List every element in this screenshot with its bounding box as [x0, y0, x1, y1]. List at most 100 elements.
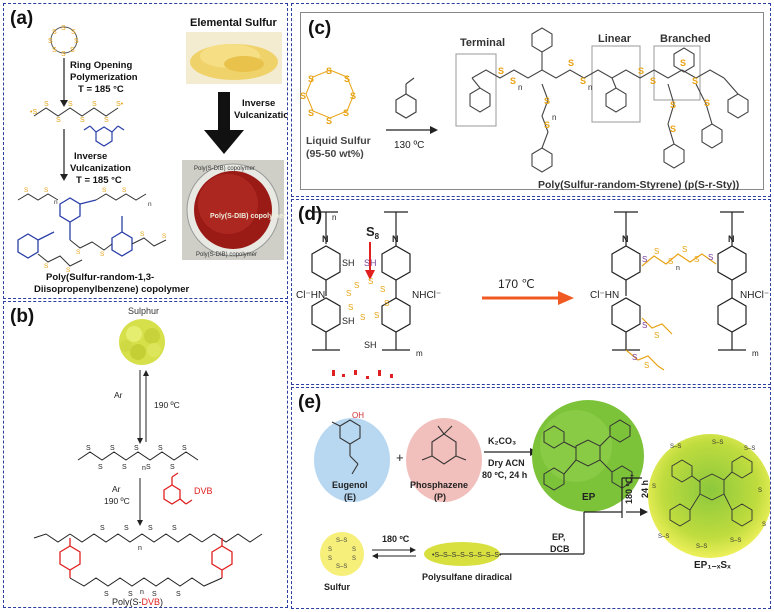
temp2-text: T = 185 °C — [76, 175, 122, 186]
poly-s-dib-dish-photo: Poly(S-DIB) copolymer Poly(S-DIB) copoly… — [182, 160, 286, 260]
n-b-2: n — [138, 545, 142, 552]
ep1-x-sx-molecule — [669, 455, 753, 527]
svg-text:S: S — [638, 66, 644, 76]
svg-text:S: S — [704, 98, 710, 108]
svg-text:S: S — [652, 484, 656, 490]
phosphazene-abbr: (P) — [434, 492, 446, 502]
chain-n-1: n — [54, 199, 58, 206]
svg-text:S: S — [80, 117, 85, 124]
eugenol-oh: OH — [352, 411, 364, 420]
ep1-x-sx-sphere — [648, 434, 770, 558]
svg-text:S–S: S–S — [696, 544, 707, 550]
linear-box — [591, 45, 641, 123]
svg-text:S: S — [544, 96, 550, 106]
diradical-label: Polysulfane diradical — [422, 572, 512, 582]
rop-text: Ring Opening — [70, 60, 132, 71]
panel-c-inner-frame — [300, 12, 764, 190]
svg-text:S: S — [124, 525, 129, 532]
svg-text:S: S — [344, 74, 350, 84]
ep-reagent-ep: EP, — [552, 532, 565, 542]
m-d-2: m — [752, 349, 759, 358]
svg-text:S: S — [300, 91, 306, 101]
svg-text:S: S — [158, 445, 163, 452]
svg-text:•S: •S — [30, 109, 37, 116]
sulfur-label: Sulfur — [324, 582, 350, 592]
svg-text:S: S — [348, 303, 353, 312]
vulc2-text: Vulcanization — [234, 110, 288, 121]
svg-text:S: S — [56, 117, 61, 124]
svg-text:S: S — [328, 556, 332, 562]
svg-text:S: S — [86, 445, 91, 452]
cl-right-2: NHCl⁻ — [740, 290, 769, 301]
cl-right-1: NHCl⁻ — [412, 290, 441, 301]
svg-text:S: S — [354, 281, 359, 290]
svg-text:S: S — [352, 547, 356, 553]
svg-text:S: S — [102, 187, 107, 194]
sh-1: SH — [342, 258, 355, 268]
reagent-temp: 80 ºC, 24 h — [482, 470, 527, 480]
linear-label: Linear — [598, 33, 632, 45]
panel-a-label: (a) — [10, 8, 34, 29]
svg-text:S: S — [100, 251, 105, 258]
s8-symbol: S — [366, 224, 375, 239]
svg-text:S: S — [708, 253, 713, 262]
svg-text:S–S: S–S — [336, 564, 347, 570]
sulfur-bubble — [320, 532, 364, 576]
s8-subscript: 8 — [375, 232, 380, 241]
ar1-text: Ar — [114, 390, 123, 400]
diradical-bubble — [424, 542, 500, 566]
product-prefix: Poly(S- — [112, 597, 142, 607]
svg-text:S: S — [104, 591, 109, 598]
sulphur-crown-molecule — [119, 319, 165, 365]
temp-130: 130 ºC — [394, 140, 424, 151]
svg-text:S: S — [632, 353, 637, 362]
panel-d: (d) N N n Cl⁻HN NHCl⁻ SH SH SH SH m — [291, 199, 771, 385]
svg-text:N: N — [622, 234, 629, 244]
svg-text:S: S — [182, 445, 187, 452]
red-radicals — [332, 370, 393, 379]
dvb-molecule — [163, 472, 193, 505]
chain-n-2: n — [148, 201, 152, 208]
diradical-chain: •S–S–S–S–S–S–S–S• — [432, 552, 502, 559]
terminal-label: Terminal — [460, 37, 505, 49]
sh-4: SH — [364, 340, 377, 350]
svg-text:S: S — [128, 591, 133, 598]
branched-label: Branched — [660, 33, 711, 45]
dib-molecule — [83, 125, 125, 147]
svg-text:N: N — [392, 234, 399, 244]
svg-text:S: S — [654, 247, 659, 256]
svg-text:S: S — [140, 231, 145, 238]
svg-text:S: S — [352, 556, 356, 562]
cond-temp: 180 ºC, — [624, 474, 634, 504]
svg-text:S: S — [762, 522, 766, 528]
liquid-sulfur-wt: (95-50 wt%) — [306, 148, 364, 160]
svg-text:S: S — [670, 124, 676, 134]
svg-text:S: S — [654, 331, 659, 340]
liquid-sulfur-label: Liquid Sulfur — [306, 135, 371, 147]
panel-a-diagram: S S S S S S S S Ring Opening Polymerizat… — [17, 17, 288, 295]
svg-text:S: S — [680, 58, 686, 68]
svg-text:S–S: S–S — [730, 538, 741, 544]
eugenol-bubble — [314, 418, 390, 502]
p-s-r-sty-backbone — [469, 27, 749, 173]
svg-text:S: S — [644, 361, 649, 370]
ar2-text: Ar — [112, 484, 121, 494]
svg-text:S–S: S–S — [670, 444, 681, 450]
n-d-1: n — [332, 213, 336, 222]
svg-text:S: S — [380, 285, 385, 294]
svg-text:S: S — [104, 117, 109, 124]
eugenol-abbr: (E) — [344, 492, 356, 502]
svg-text:S: S — [162, 233, 167, 240]
panel-e: (e) OH Eugenol (E) + Phosphazene (P) K₂C… — [291, 387, 771, 609]
svg-text:S: S — [52, 29, 57, 36]
svg-text:S: S — [100, 525, 105, 532]
ep-reagent-dcb: DCB — [550, 544, 570, 554]
svg-text:S: S — [71, 29, 76, 36]
